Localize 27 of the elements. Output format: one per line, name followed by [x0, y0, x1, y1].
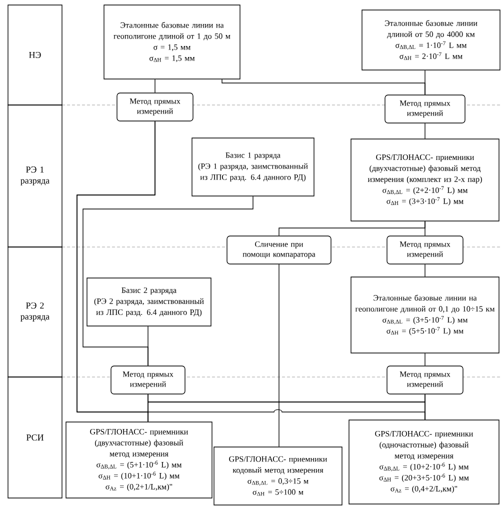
- connector-line: [424, 353, 426, 366]
- level-cell: РЭ 2 разряда: [8, 246, 62, 378]
- method-box: Сличение при помощи компаратора: [226, 236, 332, 264]
- connector-line: [278, 264, 280, 447]
- connector-line: [424, 264, 426, 277]
- method-box: Метод прямых измерений: [384, 94, 466, 124]
- standard-box: Базис 2 разряда (РЭ 2 разряда, заимствованный из ЛПС разд. 6.4 данного РД): [86, 278, 212, 326]
- standard-box: GPS/ГЛОНАСС- приемники кодовый метод измерения σ$_{ΔB,ΔL}$ = 0,3÷15 м σ$_{ΔH}$ = 5÷100 м: [214, 446, 342, 506]
- method-box: Метод прямых измерений: [110, 366, 186, 394]
- method-box: Метод прямых измерений: [386, 236, 464, 264]
- method-box: Метод прямых измерений: [116, 92, 194, 122]
- connector-line: [154, 79, 156, 93]
- connector-line: [424, 123, 426, 139]
- level-cell: РСИ: [8, 376, 62, 498]
- standard-box: Эталонные базовые линии на геополигоне длиной от 0,1 до 10÷15 км σ$_{ΔB,ΔL}$ = (3+5·10$^{-7}$ L) мм σ$_{ΔH}$ = (5+5·10$^{-7}$ L) мм: [350, 276, 500, 354]
- standard-box: Эталонные базовые линии длиной от 50 до 4000 км σ$_{ΔB,ΔL}$ = 1·10$^{-7}$ L мм σ$_{ΔH}$ = 2·10$^{-7}$ L мм: [362, 10, 500, 70]
- standard-box: Эталонные базовые линии на геополигоне длиной от 1 до 50 м σ = 1,5 мм σ$_{ΔH}$ = 1,5 мм: [104, 4, 240, 80]
- method-box: Метод прямых измерений: [386, 366, 464, 394]
- standard-box: GPS/ГЛОНАСС- приемники (одночастотные) фазовый метод измерения σ$_{ΔB,ΔL}$ = (10+2·10$^{-6}$ L) мм σ$_{ΔH}$ = (20+3+5·10$^{-6}$ L) мм σ$_{Az}$ = (0,4+2/L,км)": [348, 420, 500, 504]
- standard-box: Базис 1 разряда (РЭ 1 разряда, заимствованный из ЛПС разд. 6.4 данного РД): [192, 138, 314, 196]
- standard-box: GPS/ГЛОНАСС- приемники (двухчастотные) фазовый метод измерения σ$_{ΔB,ΔL}$ = (5+1·10$^{-6}$ L) мм σ$_{ΔH}$ = (10+1·10$^{-6}$ L) мм σ$_{Az}$ = (0,2+1/L,км)": [66, 422, 212, 498]
- connector-line: [424, 221, 426, 236]
- standard-box: GPS/ГЛОНАСС- приемники (двухчастотные) фазовый метод измерения (комплект из 2-х пар) σ$_{ΔB,ΔL}$ = (2+2·10$^{-7}$ L) мм σ$_{ΔH}$ = (3+3·10$^{-7}$ L) мм: [350, 138, 500, 222]
- level-cell: НЭ: [8, 4, 62, 106]
- connector-line: [424, 70, 426, 95]
- connector-line: [424, 394, 426, 420]
- level-cell: РЭ 1 разряда: [8, 104, 62, 248]
